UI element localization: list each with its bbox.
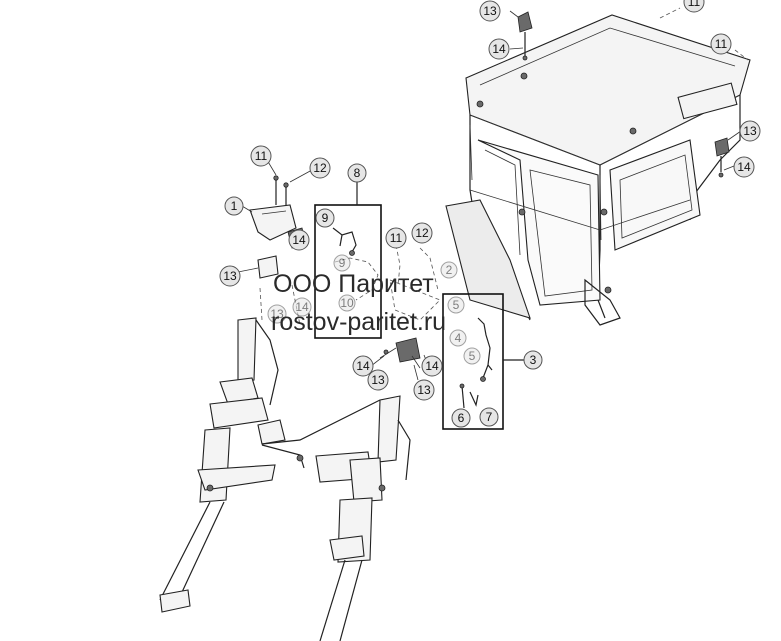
callout-14-left: 14 [288, 229, 310, 251]
cab-frame-drawing [445, 14, 751, 326]
svg-text:9: 9 [339, 256, 346, 270]
leader-13-right [727, 130, 742, 141]
svg-text:1: 1 [231, 199, 238, 213]
svg-text:14: 14 [737, 160, 751, 174]
group-3-box [442, 293, 504, 430]
callout-5b: 5 [463, 347, 481, 365]
svg-text:13: 13 [483, 4, 497, 18]
svg-text:13: 13 [743, 124, 757, 138]
svg-text:7: 7 [486, 410, 493, 424]
callout-13-right: 13 [739, 120, 761, 142]
svg-text:11: 11 [715, 37, 728, 51]
watermark-site: rostov-paritet.ru [271, 308, 447, 336]
leader-13-mid2 [413, 364, 419, 381]
callout-10: 10 [338, 294, 356, 312]
callout-9b: 9 [333, 254, 351, 272]
watermark-company: ООО Паритет [273, 270, 434, 298]
leader-14-right [723, 165, 735, 171]
svg-text:11: 11 [390, 231, 403, 245]
callout-14-ghost: 14 [292, 297, 312, 317]
leader-13-top [509, 10, 519, 18]
callout-7: 7 [479, 407, 499, 427]
callout-14-top: 14 [488, 38, 510, 60]
mid-ghost-parts [259, 244, 441, 326]
svg-text:13: 13 [270, 307, 284, 321]
svg-text:13: 13 [417, 383, 431, 397]
callout-11-top: 11 [683, 0, 705, 13]
callout-4: 4 [449, 329, 467, 347]
callout-3: 3 [523, 350, 543, 370]
leader-11-top [659, 7, 681, 19]
callout-12-mid: 12 [411, 222, 433, 244]
callout-13-left: 13 [219, 265, 241, 287]
callout-13-mid: 13 [367, 369, 389, 391]
svg-text:3: 3 [530, 353, 537, 367]
svg-text:5: 5 [453, 298, 460, 312]
callout-13-ghost: 13 [267, 304, 287, 324]
callout-5: 5 [447, 296, 465, 314]
svg-text:10: 10 [340, 296, 354, 310]
callout-11-right: 11 [710, 33, 732, 55]
svg-text:13: 13 [223, 269, 237, 283]
mirror-bracket-right [714, 137, 730, 178]
svg-text:11: 11 [688, 0, 701, 9]
svg-text:14: 14 [295, 300, 309, 314]
callout-13-top: 13 [479, 0, 501, 22]
cable-9-drawing [332, 227, 379, 301]
right-fork-drawing [261, 395, 411, 641]
svg-text:6: 6 [458, 411, 465, 425]
svg-text:9: 9 [322, 211, 329, 225]
svg-text:13: 13 [371, 373, 385, 387]
svg-text:12: 12 [313, 161, 327, 175]
callout-12-left: 12 [309, 157, 331, 179]
svg-text:14: 14 [356, 359, 370, 373]
svg-text:14: 14 [492, 42, 506, 56]
left-fork-drawing [159, 317, 305, 613]
callout-2: 2 [440, 261, 458, 279]
leader-1 [241, 205, 253, 213]
svg-text:11: 11 [255, 149, 268, 163]
svg-text:4: 4 [455, 331, 462, 345]
bracket-13-mid-drawing [379, 337, 421, 369]
group-8-box [314, 204, 382, 339]
bracket-13-left-drawing [237, 255, 279, 279]
callout-11-mid: 11 [385, 227, 407, 249]
leader-14-top [509, 47, 524, 50]
callout-9: 9 [315, 208, 335, 228]
cable-5-drawing [459, 317, 493, 409]
callout-14-right: 14 [733, 156, 755, 178]
svg-text:8: 8 [354, 166, 361, 180]
callout-8: 8 [347, 163, 367, 183]
callout-14-mid: 14 [352, 355, 374, 377]
svg-text:12: 12 [415, 226, 429, 240]
mirror-bracket-top [517, 11, 533, 61]
svg-text:14: 14 [425, 359, 439, 373]
callout-6: 6 [451, 408, 471, 428]
callout-11-left: 11 [250, 145, 272, 167]
callout-1: 1 [224, 196, 244, 216]
callout-13-mid2: 13 [413, 379, 435, 401]
svg-text:2: 2 [446, 263, 453, 277]
leader-11-right [734, 49, 749, 61]
callout-14-mid2: 14 [421, 355, 443, 377]
svg-text:14: 14 [292, 233, 306, 247]
leader-12-left [289, 169, 313, 183]
svg-text:5: 5 [469, 349, 476, 363]
